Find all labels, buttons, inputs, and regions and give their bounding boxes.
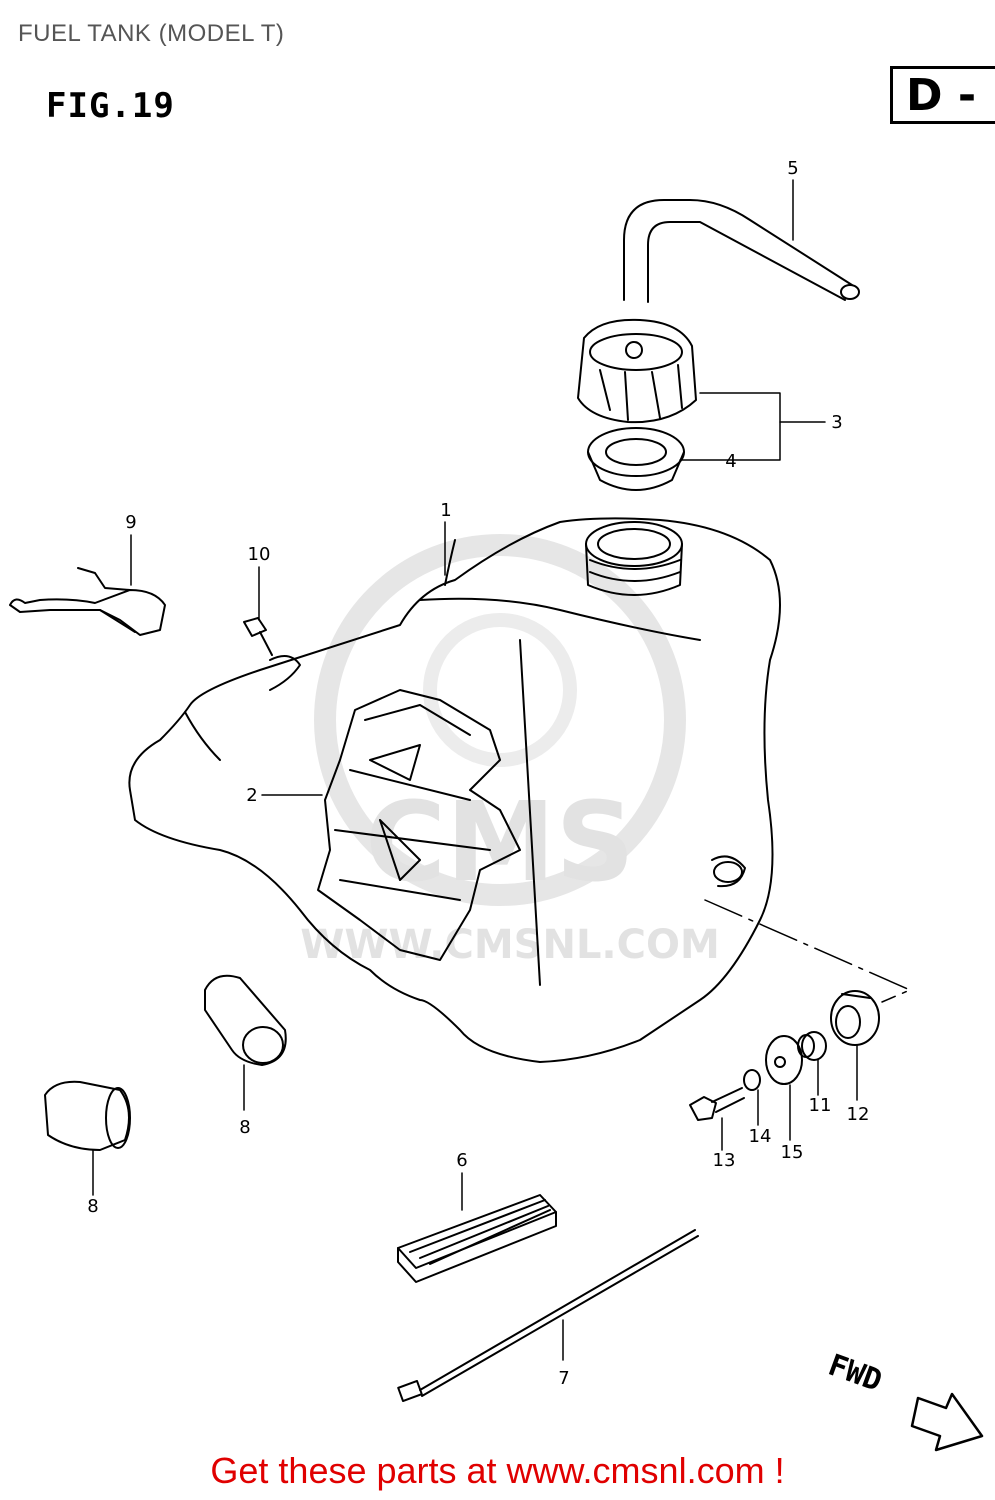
fwd-label: FWD [824, 1348, 887, 1399]
callout-8-upper: 8 [239, 1117, 250, 1138]
callout-2: 2 [246, 785, 257, 806]
section-box [890, 66, 995, 124]
callout-6: 6 [456, 1150, 467, 1171]
watermark-mascot-head [423, 613, 577, 767]
watermark-ring [314, 534, 686, 906]
washer-small [743, 1069, 761, 1091]
watermark-logo: CMS [365, 778, 634, 906]
forward-indicator: FWD [824, 1348, 984, 1452]
cushion-upper [204, 974, 287, 1066]
callout-10: 10 [248, 544, 271, 565]
callout-15: 15 [781, 1142, 804, 1163]
callout-12: 12 [847, 1104, 870, 1125]
callout-11: 11 [809, 1095, 832, 1116]
clamp [9, 567, 166, 636]
callout-1: 1 [440, 500, 451, 521]
callout-14: 14 [749, 1126, 772, 1147]
figure-label: FIG.19 [46, 86, 175, 126]
watermark: CMS WWW.CMSNL.COM [300, 534, 720, 968]
grommet [830, 990, 880, 1046]
fwd-arrow-icon [910, 1392, 984, 1452]
footer-cta-link[interactable]: Get these parts at www.cmsnl.com ! [210, 1450, 785, 1491]
cap-gasket [587, 427, 685, 491]
washer-large [765, 1035, 803, 1085]
cable-tie [397, 1229, 699, 1402]
callout-5: 5 [787, 158, 798, 179]
vent-hose [623, 199, 860, 303]
callout-4: 4 [725, 451, 736, 472]
callout-3: 3 [831, 412, 842, 433]
screw [243, 617, 273, 656]
tank-emblem [317, 689, 521, 961]
leader-lines [92, 179, 911, 1361]
watermark-url: WWW.CMSNL.COM [300, 922, 720, 968]
callout-8-lower: 8 [87, 1196, 98, 1217]
cushion-pad [397, 1194, 557, 1283]
cushion-lower [44, 1080, 131, 1151]
callouts: 1 2 3 4 5 6 7 8 8 9 10 11 12 13 14 15 [87, 158, 869, 1389]
callout-13: 13 [713, 1150, 736, 1171]
fuel-tank [128, 517, 781, 1063]
callout-7: 7 [558, 1368, 569, 1389]
page-title: FUEL TANK (MODEL T) [18, 20, 285, 47]
bolt [689, 1087, 745, 1121]
section-code: D - [906, 70, 977, 121]
fuel-cap [577, 318, 697, 424]
callout-9: 9 [125, 512, 136, 533]
